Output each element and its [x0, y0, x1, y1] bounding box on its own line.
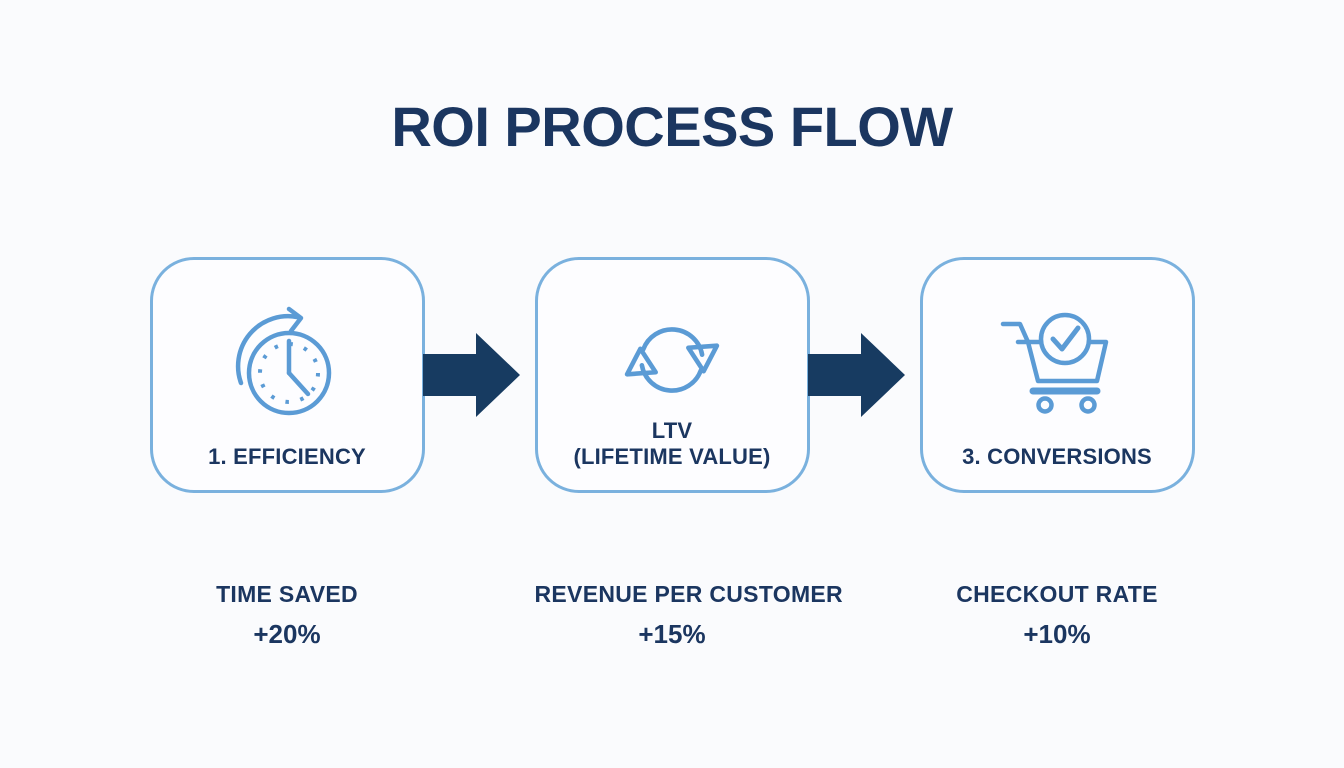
arrow-right-icon [422, 333, 520, 417]
metric-value: +20% [253, 619, 321, 649]
step-box-conversions: 3. CONVERSIONS [919, 257, 1195, 493]
metric-spacer [810, 581, 920, 650]
process-flow-row: 1. EFFICIENCY LTV (LIFETIME VALUE [0, 257, 1344, 493]
step-label-ltv: LTV (LIFETIME VALUE) [573, 418, 771, 470]
metric-label: CHECKOUT RATE [956, 581, 1158, 607]
metrics-row: TIME SAVED +20% REVENUE PER CUSTOMER +15… [0, 581, 1344, 650]
flow-connector-1 [422, 333, 535, 417]
arrow-right-icon [807, 333, 905, 417]
cycle-arrows-icon [623, 302, 721, 418]
diagram-title: ROI PROCESS FLOW [391, 95, 953, 158]
metric-conversions: CHECKOUT RATE +10% [920, 581, 1195, 650]
metric-ltv: REVENUE PER CUSTOMER +15% [534, 581, 843, 650]
flow-connector-2 [807, 333, 920, 417]
metric-efficiency: TIME SAVED +20% [150, 581, 425, 650]
step-box-ltv: LTV (LIFETIME VALUE) [534, 257, 810, 493]
clock-rotate-icon [235, 302, 339, 424]
metric-label: REVENUE PER CUSTOMER [534, 581, 843, 607]
metric-label: TIME SAVED [216, 581, 358, 607]
step-label-conversions: 3. CONVERSIONS [962, 444, 1152, 470]
metric-value: +15% [638, 619, 706, 649]
metric-spacer [425, 581, 535, 650]
step-box-efficiency: 1. EFFICIENCY [149, 257, 425, 493]
cart-check-icon [1000, 302, 1115, 424]
metric-value: +10% [1023, 619, 1091, 649]
step-label-efficiency: 1. EFFICIENCY [208, 444, 366, 470]
